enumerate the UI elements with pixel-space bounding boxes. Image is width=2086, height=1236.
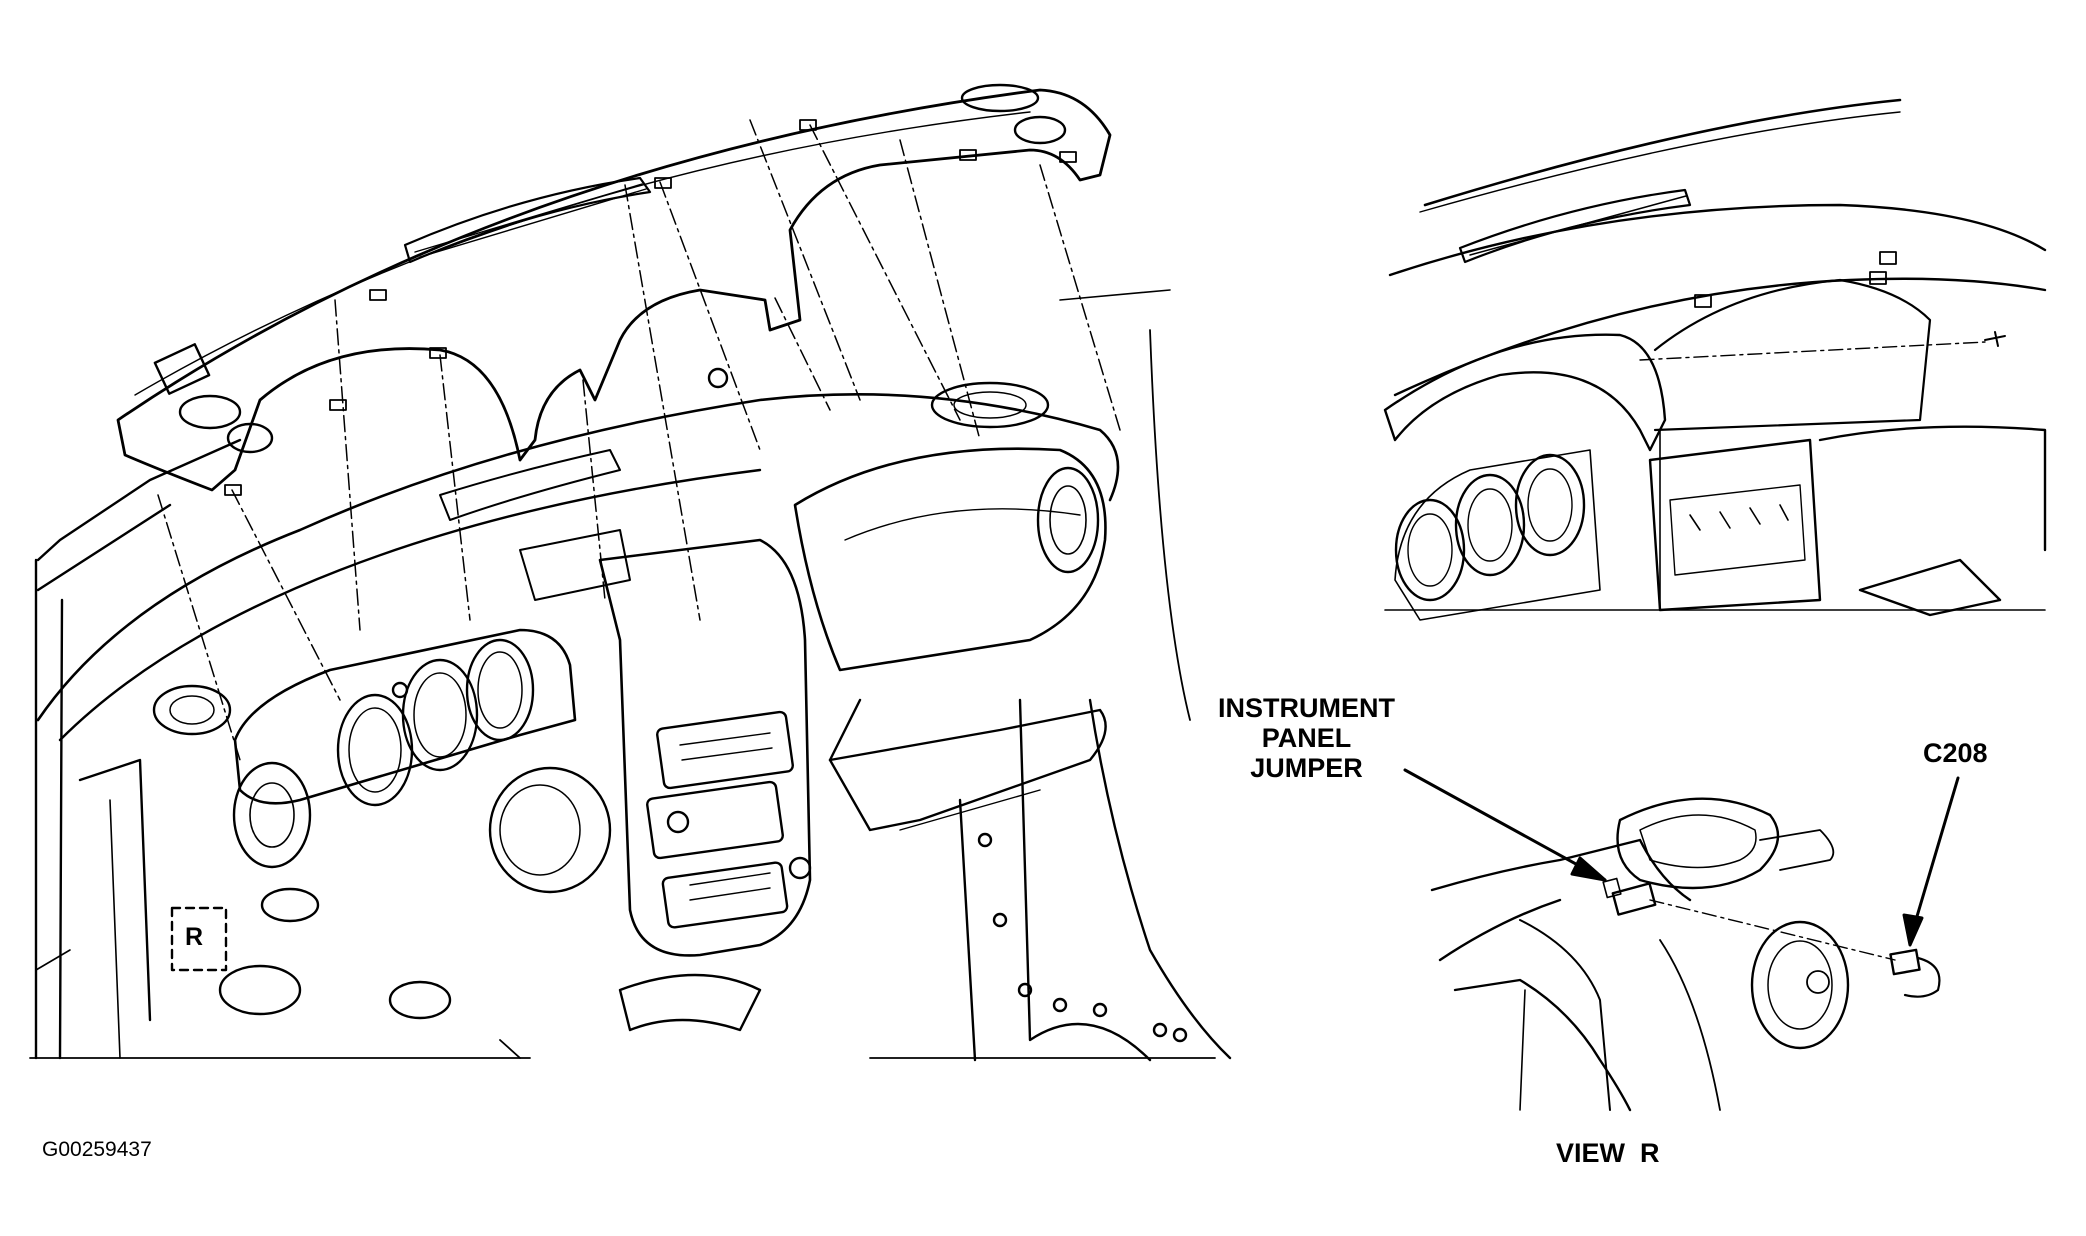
- speaker-grille-right: [960, 83, 1040, 113]
- c208-connector: [1889, 948, 1941, 998]
- vent-grille-right: [1013, 115, 1067, 145]
- speaker-right: [930, 381, 1050, 429]
- vent-grille-left: [226, 422, 274, 454]
- jumper-label-line-1: INSTRUMENT: [1218, 693, 1395, 723]
- leader-arrow-c208: [1902, 776, 1960, 947]
- instrument-panel-jumper-connector: [1602, 877, 1657, 916]
- air-vent-left: [232, 761, 312, 869]
- instrument-panel-jumper-label: INSTRUMENT PANEL JUMPER: [1218, 693, 1395, 784]
- gauge-right: [465, 638, 535, 742]
- upper-dash-cover: [116, 83, 1112, 496]
- gauge-center: [401, 658, 479, 772]
- instrument-cluster: [233, 628, 577, 807]
- glove-box-door: [793, 447, 1107, 672]
- figure-id: G00259437: [42, 1138, 152, 1161]
- view-r-air-vent: [1750, 920, 1850, 1050]
- main-exploded-view: [29, 83, 1232, 1062]
- jumper-label-line-3: JUMPER: [1250, 753, 1363, 784]
- jumper-label-line-2: PANEL: [1261, 723, 1352, 754]
- view-r-callout-letter: R: [185, 923, 204, 951]
- steering-column-opening: [488, 766, 612, 894]
- inset-vent-grille: [1458, 188, 1692, 264]
- speaker-grille-left: [178, 394, 242, 430]
- lower-dash-body: [29, 289, 1232, 1062]
- center-stack: [598, 538, 812, 957]
- view-title: VIEW R: [1556, 1138, 1660, 1168]
- defrost-vent-grille: [403, 176, 652, 264]
- alignment-lines: [157, 119, 1121, 761]
- air-vent-right: [1036, 466, 1100, 574]
- c208-label: C208: [1923, 738, 1988, 768]
- speaker-left: [152, 684, 232, 736]
- inset-gauge-left: [1394, 498, 1466, 602]
- installed-view-inset: [1383, 98, 2047, 621]
- inset-gauge-center: [1454, 473, 1526, 577]
- view-r-detail: [1403, 768, 1960, 1112]
- inset-gauge-right: [1514, 453, 1586, 557]
- view-r-reference-box: [170, 906, 228, 972]
- glove-box-bin: [828, 698, 1107, 832]
- leader-arrow-jumper: [1403, 768, 1607, 882]
